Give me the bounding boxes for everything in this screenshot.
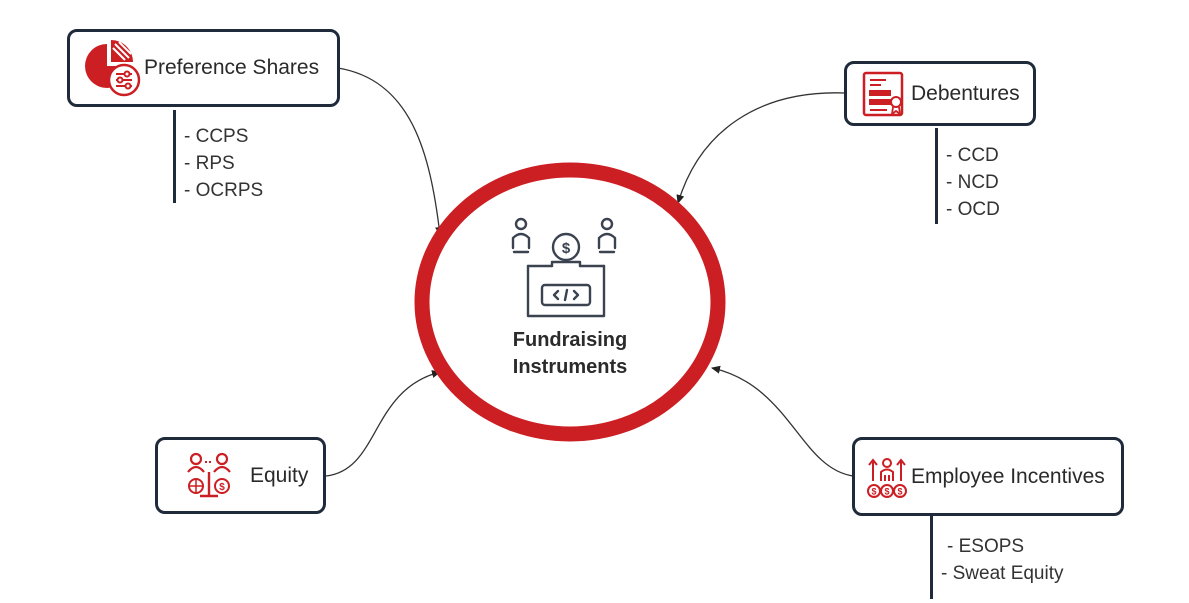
list-item: - OCRPS — [184, 180, 264, 201]
center-ring — [414, 162, 726, 442]
svg-text:$: $ — [897, 486, 902, 496]
list-item: - OCD — [946, 199, 1000, 220]
node-preference-shares[interactable]: Preference Shares — [67, 29, 340, 107]
list-item: - ESOPS — [947, 536, 1025, 557]
list-item: - Sweat Equity — [941, 563, 1064, 584]
preference-shares-label: Preference Shares — [144, 56, 320, 79]
certificate-document-icon — [859, 69, 909, 119]
node-debentures[interactable]: Debentures — [844, 61, 1036, 126]
svg-text:$: $ — [562, 240, 571, 257]
debentures-label: Debentures — [911, 81, 1020, 105]
fundraising-donation-box-icon: $ — [511, 217, 617, 318]
connector-equity — [325, 370, 441, 477]
list-item: - CCPS — [184, 126, 249, 147]
svg-text:$: $ — [871, 486, 876, 496]
center-title-line2: Instruments — [512, 356, 628, 378]
employee-incentives-label: Employee Incentives — [911, 464, 1105, 488]
list-item: - CCD — [946, 145, 999, 166]
connector-preference-shares — [337, 67, 444, 236]
node-equity[interactable]: $ Equity — [155, 437, 326, 514]
debentures-list: - CCD - NCD - OCD — [935, 128, 1000, 224]
svg-text:$: $ — [884, 486, 889, 496]
employee-incentives-list: - ESOPS - Sweat Equity — [930, 516, 1064, 599]
node-employee-incentives[interactable]: $ $ $ Employee Incentives — [852, 437, 1124, 516]
equity-label: Equity — [250, 463, 309, 487]
center-title-line1: Fundraising — [512, 329, 628, 351]
people-growth-icon: $ $ $ — [867, 455, 907, 499]
preference-shares-list: - CCPS - RPS - OCRPS — [173, 110, 263, 203]
people-scale-icon: $ — [184, 450, 236, 502]
list-item: - RPS — [184, 153, 235, 174]
pie-chart-settings-icon — [82, 38, 142, 98]
center-title: Fundraising Instruments — [470, 327, 670, 381]
list-item: - NCD — [946, 172, 999, 193]
svg-text:$: $ — [219, 482, 225, 493]
connector-employee-incentives — [711, 365, 854, 477]
connector-debentures — [676, 92, 846, 204]
